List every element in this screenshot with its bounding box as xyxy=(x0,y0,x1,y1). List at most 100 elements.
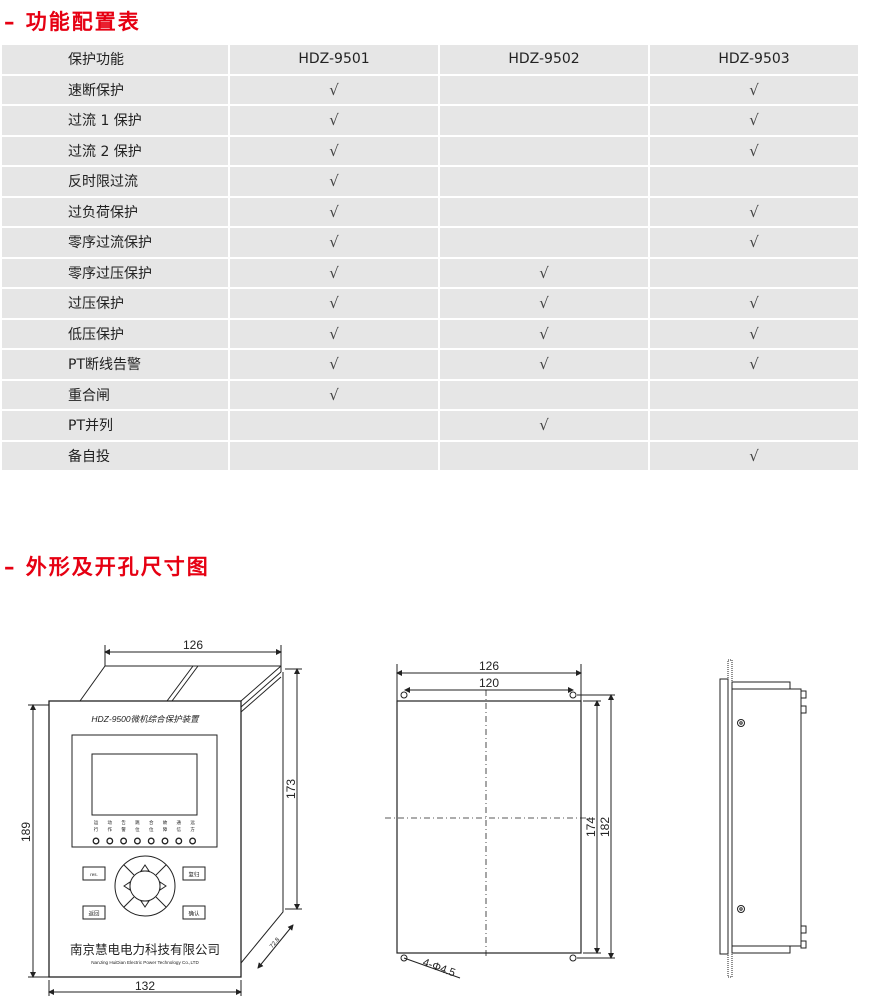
lcd-screen xyxy=(91,753,198,816)
led-label: 跳 xyxy=(135,819,140,826)
check-mark-icon: √ xyxy=(648,287,860,320)
led-label: 动 xyxy=(108,819,113,826)
table-row: PT并列 √ xyxy=(0,409,860,442)
table-row: 重合闸√ xyxy=(0,378,860,411)
led-label: 故 xyxy=(163,819,168,826)
check-mark-icon: √ xyxy=(228,287,440,320)
column-header: HDZ-9502 xyxy=(438,43,650,76)
empty-cell xyxy=(648,409,860,442)
led-indicator xyxy=(189,837,197,845)
dim-outer-height-label: 182 xyxy=(598,817,612,837)
table-row: 过流 1 保护√√ xyxy=(0,104,860,137)
led-label: 行 xyxy=(94,826,99,833)
back-button[interactable] xyxy=(82,905,106,920)
check-mark-icon: √ xyxy=(228,134,440,167)
check-mark-icon: √ xyxy=(228,256,440,289)
led-label: 告 xyxy=(121,819,126,826)
empty-cell xyxy=(438,226,650,259)
led-indicator xyxy=(161,837,169,845)
led-label: 障 xyxy=(163,826,168,833)
reset-button-label: res. xyxy=(90,872,98,877)
function-name: 反时限过流 xyxy=(0,165,230,198)
back-button-label: 返回 xyxy=(88,911,100,918)
check-mark-icon: √ xyxy=(228,378,440,411)
company-name-cn: 南京慧电电力科技有限公司 xyxy=(70,942,220,957)
section-title-dimensions: – 外形及开孔尺寸图 xyxy=(4,555,210,579)
check-mark-icon: √ xyxy=(438,409,650,442)
empty-cell xyxy=(648,165,860,198)
led-label: 警 xyxy=(121,826,126,833)
device-title: HDZ-9500微机综合保护装置 xyxy=(91,714,200,724)
led-indicator xyxy=(92,837,100,845)
dim-height-label: 189 xyxy=(19,822,33,842)
mounting-flange xyxy=(727,659,733,978)
navigation-pad[interactable] xyxy=(114,855,176,917)
empty-cell xyxy=(648,256,860,289)
confirm-button[interactable] xyxy=(182,905,206,920)
column-header: 保护功能 xyxy=(0,43,230,76)
arrow-down-icon[interactable] xyxy=(140,900,150,908)
empty-cell xyxy=(648,378,860,411)
dim-side-label: 173 xyxy=(284,779,298,799)
dim-depth-label: 72.8 xyxy=(269,936,282,949)
company-name-en: NanJing HuiDian Electric Power Technolog… xyxy=(91,960,199,965)
led-indicator xyxy=(147,837,155,845)
empty-cell xyxy=(228,409,440,442)
empty-cell xyxy=(438,195,650,228)
empty-cell xyxy=(438,378,650,411)
empty-cell xyxy=(228,439,440,472)
section-title-function-config: – 功能配置表 xyxy=(4,10,141,34)
empty-cell xyxy=(438,104,650,137)
check-mark-icon: √ xyxy=(648,317,860,350)
led-indicator xyxy=(106,837,114,845)
check-mark-icon: √ xyxy=(648,134,860,167)
function-name: 零序过流保护 xyxy=(0,226,230,259)
table-row: 过负荷保护√√ xyxy=(0,195,860,228)
function-name: 过流 2 保护 xyxy=(0,134,230,167)
function-name: 过压保护 xyxy=(0,287,230,320)
table-row: 零序过压保护√√ xyxy=(0,256,860,289)
check-mark-icon: √ xyxy=(648,439,860,472)
empty-cell xyxy=(438,439,650,472)
check-mark-icon: √ xyxy=(228,73,440,106)
check-mark-icon: √ xyxy=(228,195,440,228)
hole-note: 4-Φ4.5 xyxy=(421,957,457,980)
dim-outer-width-label: 126 xyxy=(479,659,499,673)
reset-button[interactable] xyxy=(82,866,106,881)
led-label: 作 xyxy=(108,826,113,833)
cutout-view-drawing: 126 120 174 182 4-Φ4.5 xyxy=(385,659,615,979)
table-row: 速断保护√√ xyxy=(0,73,860,106)
column-header: HDZ-9503 xyxy=(648,43,860,76)
function-name: PT并列 xyxy=(0,409,230,442)
check-mark-icon: √ xyxy=(228,317,440,350)
function-name: 速断保护 xyxy=(0,73,230,106)
led-indicator xyxy=(175,837,183,845)
cutout-outline xyxy=(396,700,582,954)
table-row: 备自投 √ xyxy=(0,439,860,472)
led-indicator xyxy=(120,837,128,845)
arrow-left-icon[interactable] xyxy=(123,881,131,891)
front-panel xyxy=(48,700,242,978)
led-label: 位 xyxy=(135,826,140,832)
led-label: 位 xyxy=(149,826,154,832)
revert-button[interactable] xyxy=(182,866,206,881)
led-label: 合 xyxy=(149,819,154,826)
check-mark-icon: √ xyxy=(648,73,860,106)
revert-button-label: 复归 xyxy=(188,871,199,879)
arrow-right-icon[interactable] xyxy=(159,881,167,891)
table-row: 过流 2 保护√√ xyxy=(0,134,860,167)
arrow-up-icon[interactable] xyxy=(140,864,150,872)
check-mark-icon: √ xyxy=(648,226,860,259)
dim-hole-width-label: 120 xyxy=(479,676,499,690)
column-header: HDZ-9501 xyxy=(228,43,440,76)
confirm-button-label: 确认 xyxy=(188,910,200,918)
led-indicator xyxy=(133,837,141,845)
function-name: PT断线告警 xyxy=(0,348,230,381)
display-frame xyxy=(71,734,218,848)
check-mark-icon: √ xyxy=(228,165,440,198)
led-label: 运 xyxy=(94,819,99,826)
function-name: 过流 1 保护 xyxy=(0,104,230,137)
function-name: 备自投 xyxy=(0,439,230,472)
